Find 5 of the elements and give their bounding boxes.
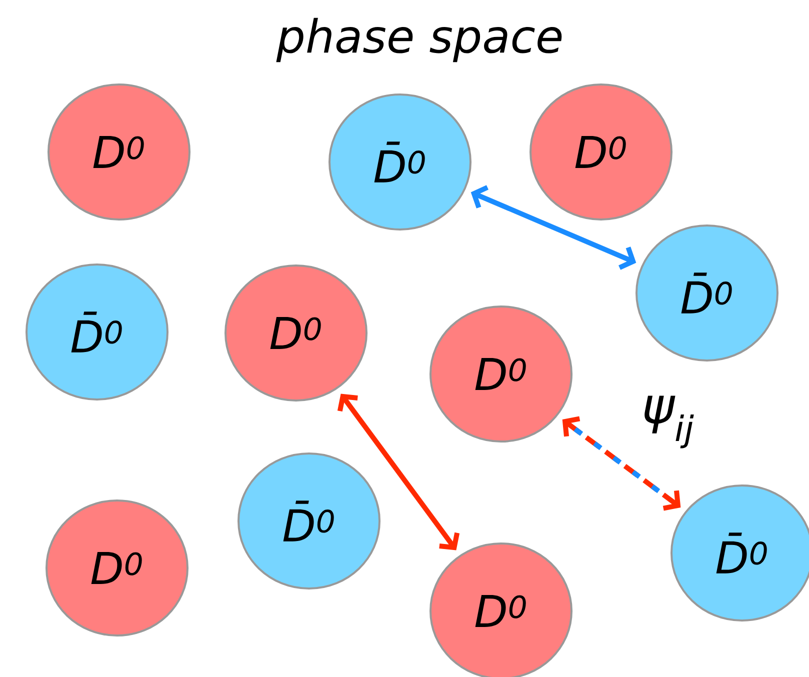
edge-label: ψ$_{ij}$ — [640, 394, 696, 450]
double-arrow — [337, 394, 460, 550]
double-arrow — [562, 416, 681, 511]
title: phase space — [276, 18, 562, 62]
double-arrow — [470, 185, 636, 270]
